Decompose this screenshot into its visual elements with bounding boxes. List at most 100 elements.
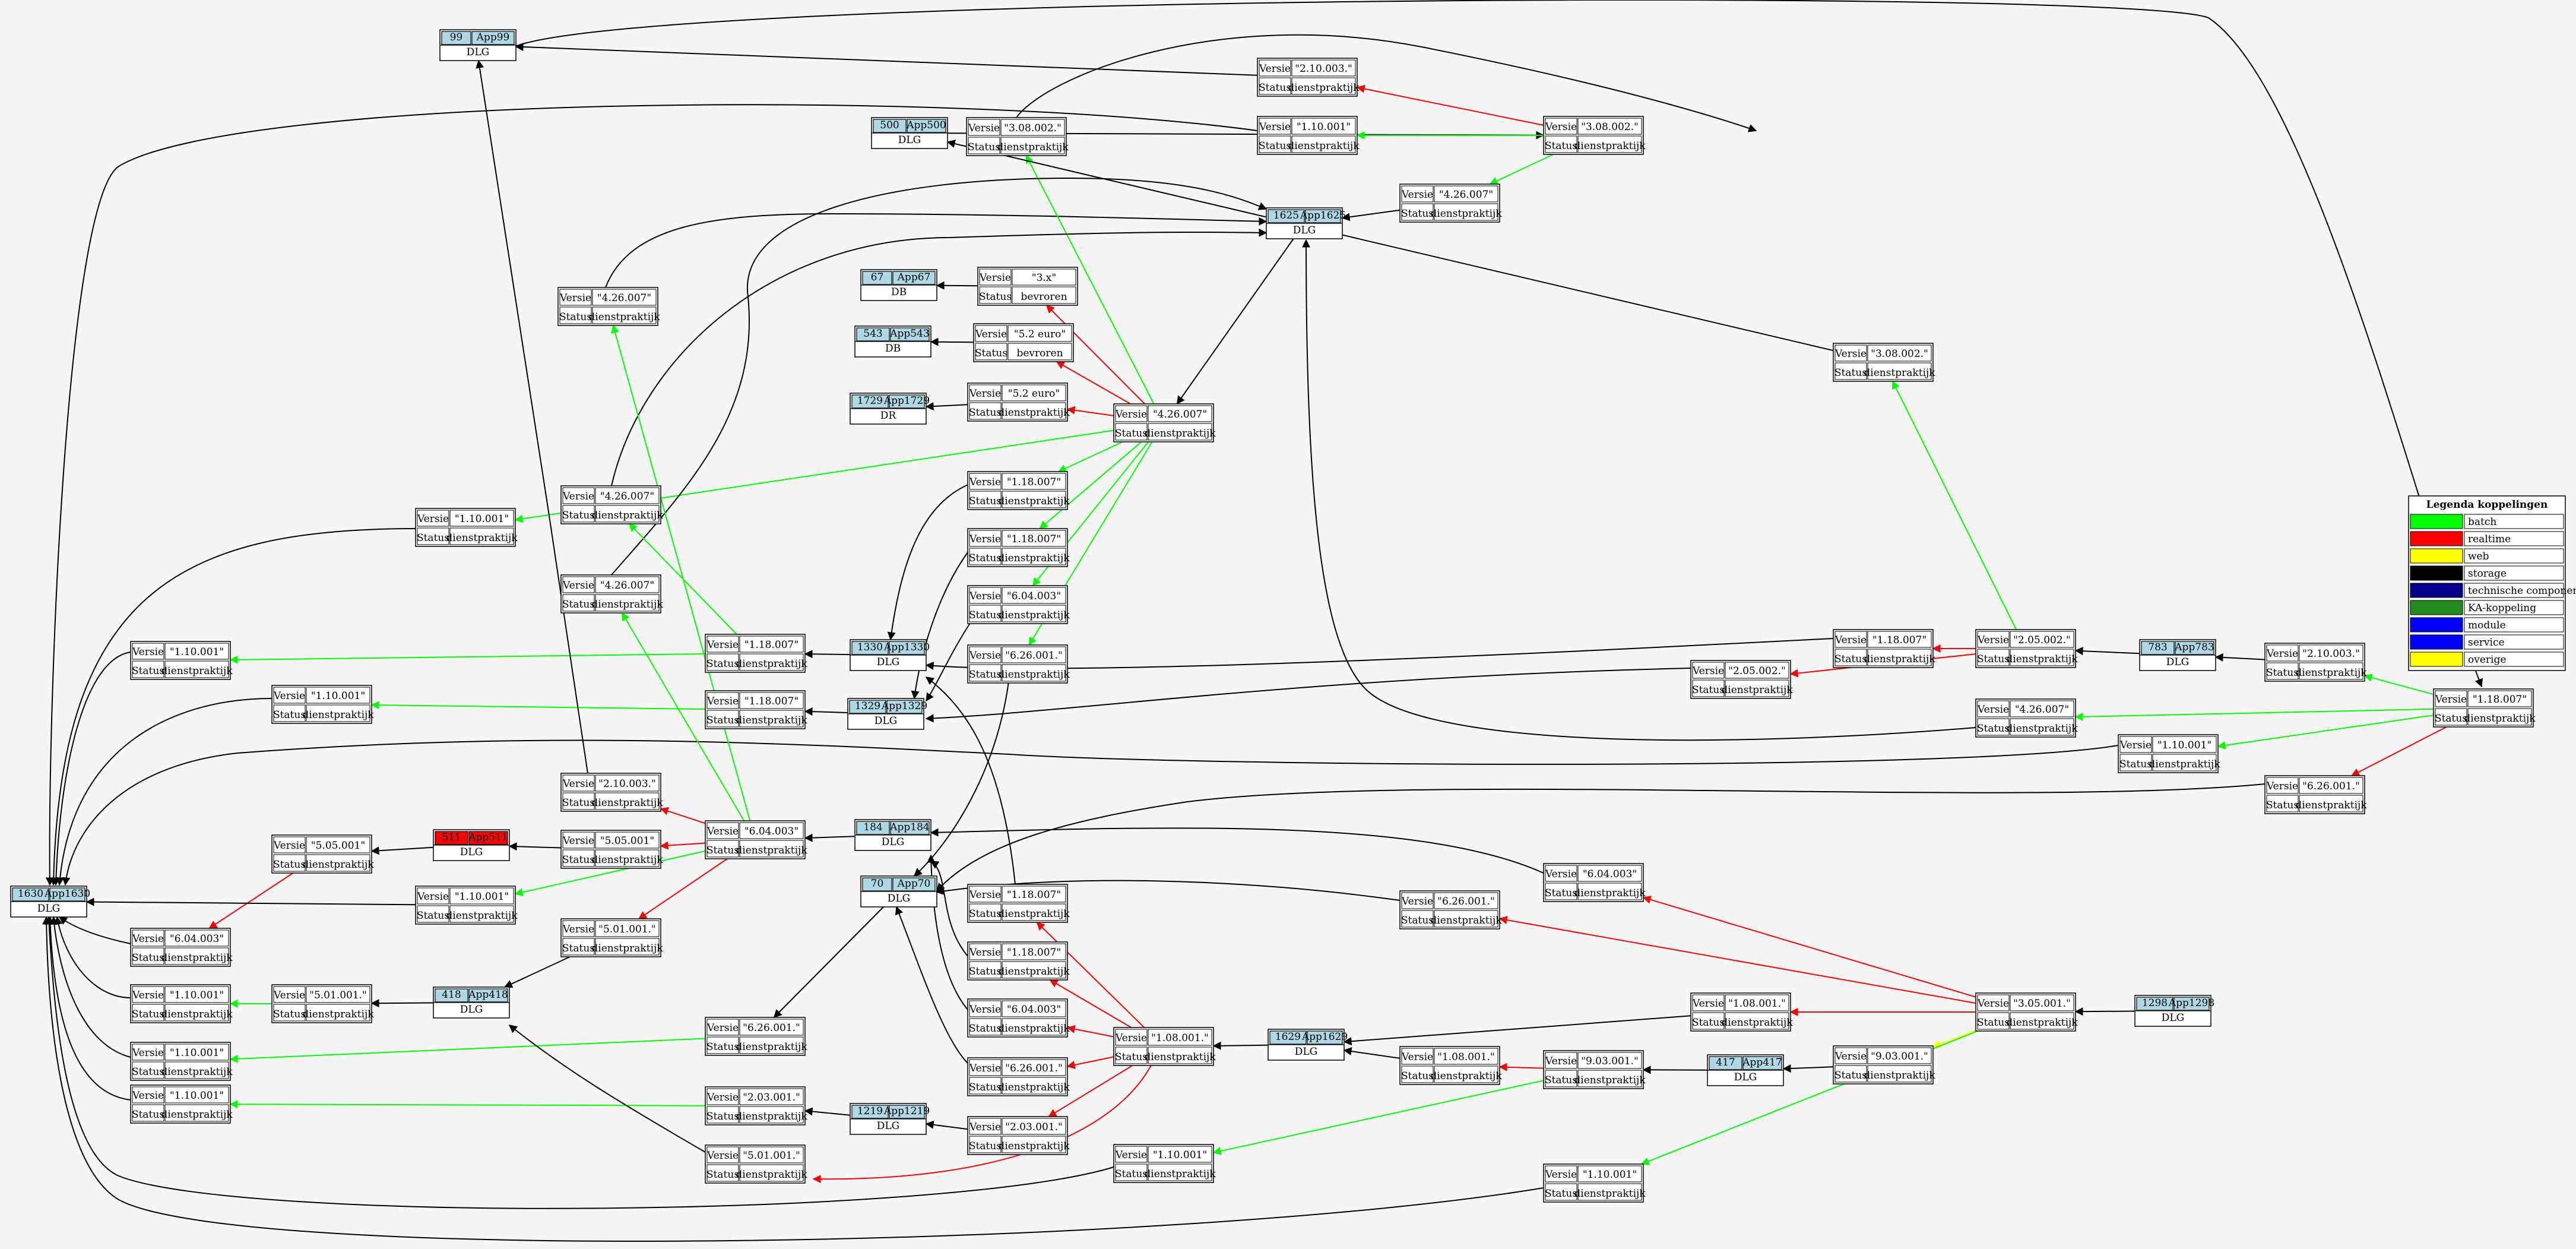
app-number-cell	[1268, 209, 1305, 223]
legend-swatch	[2410, 583, 2463, 598]
edge-plain	[930, 861, 968, 957]
status-value: bevroren	[1021, 291, 1067, 303]
status-label: Status	[1259, 140, 1291, 152]
version-value: "1.10.001"	[1583, 1169, 1637, 1181]
edge-plain	[1302, 239, 1976, 741]
status-value: dienstpraktijk	[998, 1140, 1070, 1152]
edge-plain	[1782, 1064, 1834, 1073]
app-name: App1629	[1301, 1031, 1348, 1043]
version-value: "5.01.001."	[743, 1150, 800, 1162]
app-type: DLG	[460, 1004, 483, 1016]
status-label: Status	[706, 845, 739, 856]
version-label: Versie	[1977, 704, 2009, 716]
edge-plain	[895, 906, 968, 1064]
status-value: dienstpraktijk	[302, 1008, 374, 1020]
status-value: dienstpraktijk	[736, 1111, 807, 1122]
edge-plain	[503, 956, 571, 988]
version-value: "4.26.007"	[1439, 189, 1493, 201]
legend-label: storage	[2468, 568, 2507, 580]
status-label: Status	[1545, 140, 1577, 152]
app-number-cell	[2136, 997, 2173, 1011]
status-label: Status	[1401, 915, 1434, 927]
